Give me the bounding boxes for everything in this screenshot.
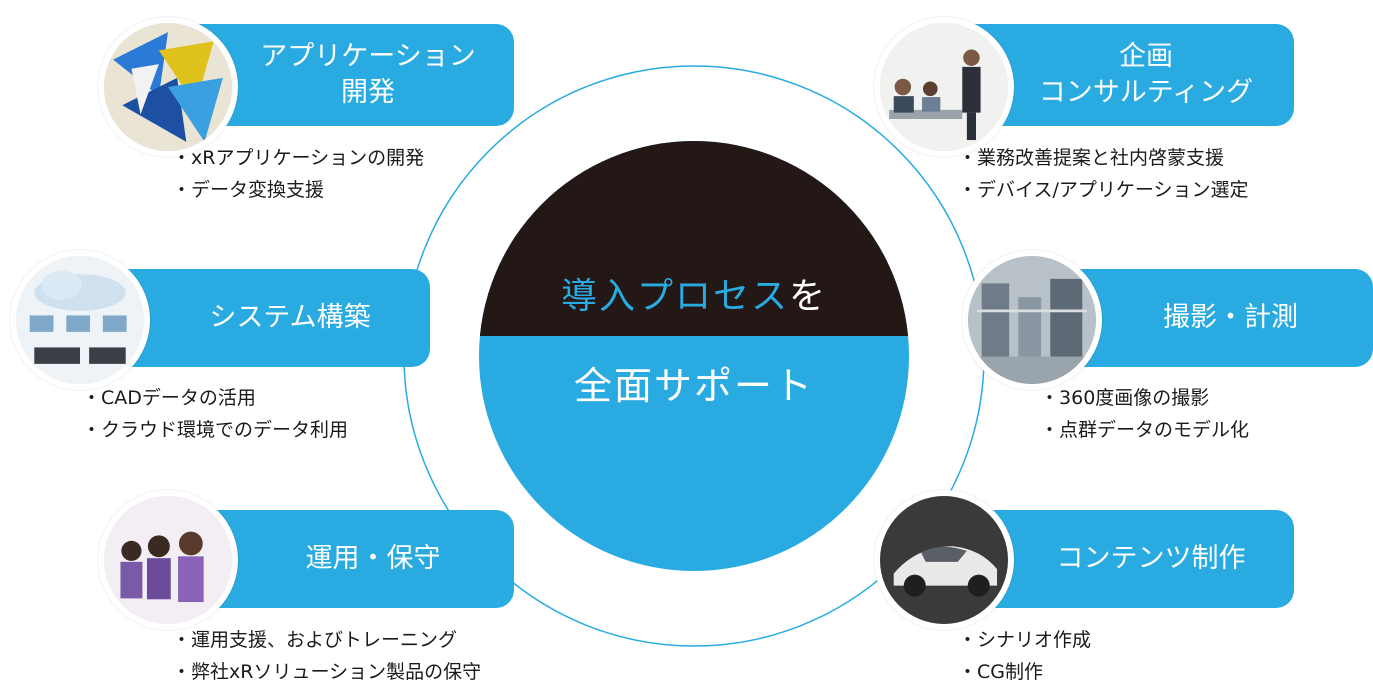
support-staff-icon bbox=[98, 490, 238, 630]
center-title-suffix: を bbox=[789, 276, 828, 317]
car-render-icon bbox=[874, 490, 1014, 630]
system-label: システム構築 bbox=[209, 301, 371, 333]
content-label: コンテンツ制作 bbox=[1056, 542, 1246, 574]
bullet-item: シナリオ作成 bbox=[958, 624, 1091, 656]
cloud-network-icon bbox=[10, 250, 150, 390]
bullet-item: 点群データのモデル化 bbox=[1040, 414, 1249, 446]
system-bullets: CADデータの活用 クラウド環境でのデータ利用 bbox=[82, 382, 348, 446]
bullet-item: 360度画像の撮影 bbox=[1040, 382, 1249, 414]
app-dev-bullets: xRアプリケーションの開発 データ変換支援 bbox=[172, 142, 424, 206]
center-title-highlight: 導入プロセス bbox=[560, 276, 789, 317]
app-dev-label: アプリケーション 開発 bbox=[260, 40, 476, 108]
operation-bullets: 運用支援、およびトレーニング 弊社xRソリューション製品の保守 bbox=[172, 624, 481, 688]
center-subtitle: 全面サポート bbox=[573, 364, 814, 408]
capture-bullets: 360度画像の撮影 点群データのモデル化 bbox=[1040, 382, 1249, 446]
content-bullets: シナリオ作成 CG制作 bbox=[958, 624, 1091, 688]
bullet-item: xRアプリケーションの開発 bbox=[172, 142, 424, 174]
bullet-item: CADデータの活用 bbox=[82, 382, 348, 414]
bullet-item: デバイス/アプリケーション選定 bbox=[958, 174, 1248, 206]
bullet-item: クラウド環境でのデータ利用 bbox=[82, 414, 348, 446]
center-circle: 導入プロセスを 全面サポート bbox=[479, 141, 909, 571]
capture-label: 撮影・計測 bbox=[1163, 301, 1298, 333]
factory-scan-icon bbox=[962, 250, 1102, 390]
planning-label: 企画 コンサルティング bbox=[1038, 40, 1254, 108]
bullet-item: 業務改善提案と社内啓蒙支援 bbox=[958, 142, 1248, 174]
planning-bullets: 業務改善提案と社内啓蒙支援 デバイス/アプリケーション選定 bbox=[958, 142, 1248, 206]
bullet-item: CG制作 bbox=[958, 656, 1091, 688]
bullet-item: データ変換支援 bbox=[172, 174, 424, 206]
center-top-half bbox=[479, 141, 909, 336]
bullet-item: 弊社xRソリューション製品の保守 bbox=[172, 656, 481, 688]
colorful-app-graphic-icon bbox=[98, 17, 238, 157]
operation-label: 運用・保守 bbox=[305, 542, 441, 574]
bullet-item: 運用支援、およびトレーニング bbox=[172, 624, 481, 656]
business-meeting-icon bbox=[874, 17, 1014, 157]
center-title: 導入プロセスを bbox=[479, 267, 909, 319]
